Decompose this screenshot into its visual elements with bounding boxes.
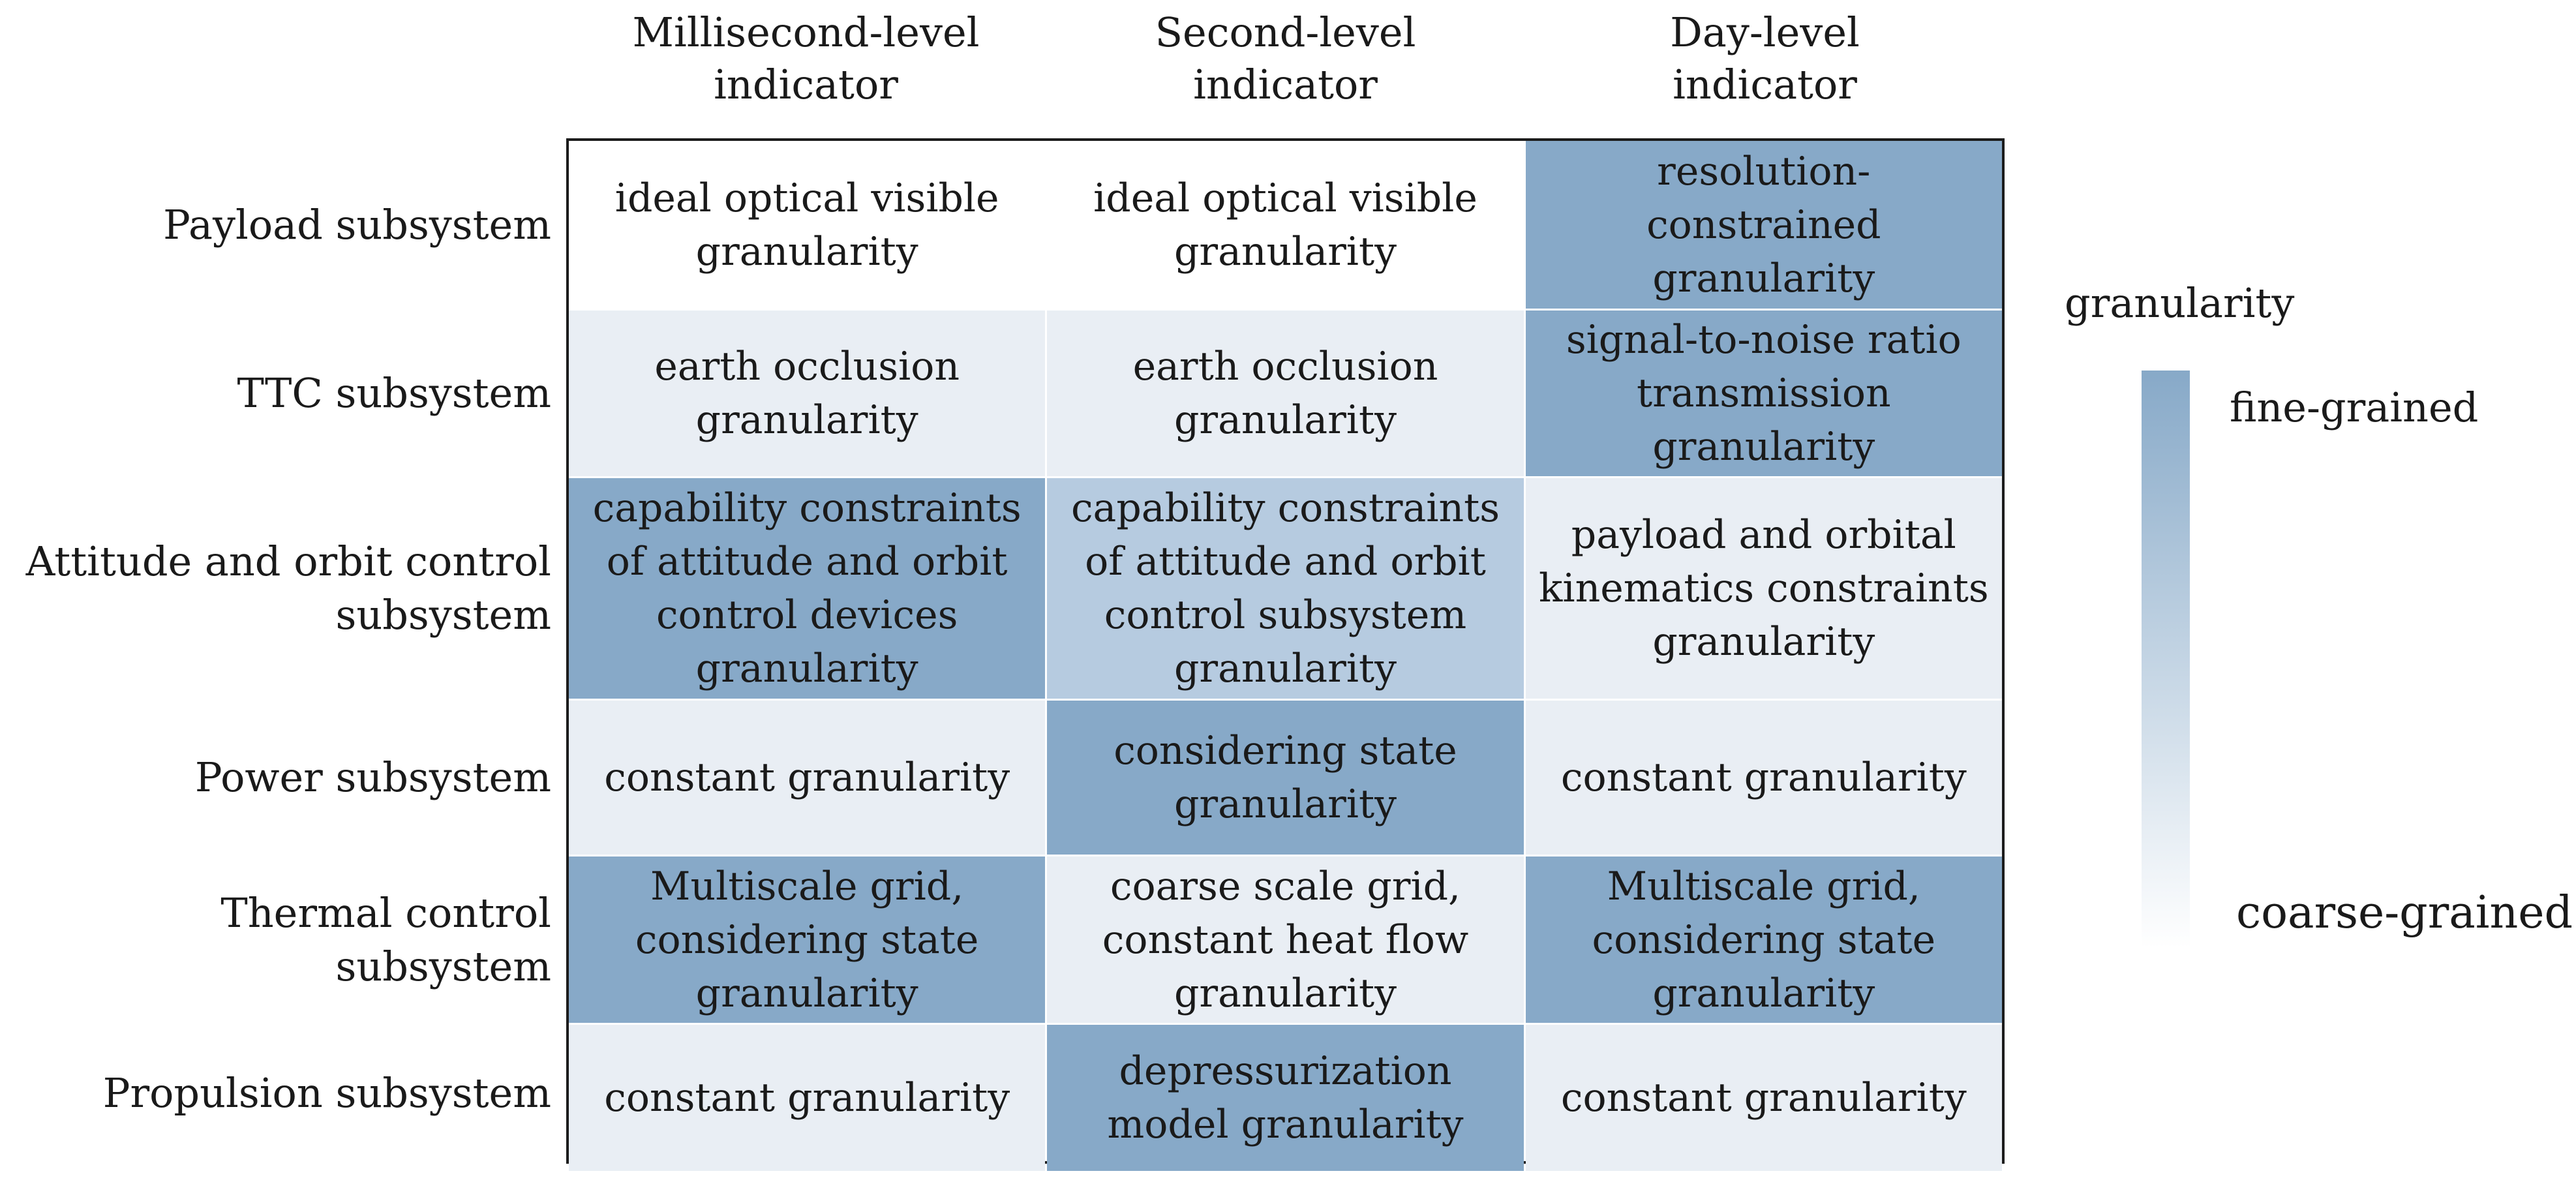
row-header-power: Power subsystem [194,753,551,801]
legend-gradient-bar [2142,371,2190,948]
row-header-payload: Payload subsystem [163,200,551,249]
cell-propulsion-millisecond: constant granularity [569,1025,1046,1171]
cell-power-second: considering state granularity [1047,701,1524,855]
cell-attitude-orbit-second: capability constraints of attitude and o… [1047,478,1524,699]
cell-power-day: constant granularity [1525,701,2002,855]
cell-ttc-day: signal-to-noise ratio transmission granu… [1525,311,2002,476]
row-header-propulsion: Propulsion subsystem [102,1068,551,1117]
cell-ttc-second: earth occlusion granularity [1047,311,1524,476]
cell-payload-day: resolution- constrained granularity [1525,141,2002,309]
row-header-attitude-orbit: Attitude and orbit control subsystem [25,538,551,639]
granularity-matrix: ideal optical visible granularity ideal … [566,138,2005,1171]
cell-power-millisecond: constant granularity [569,701,1046,855]
column-header-second: Second-level indicator [1155,8,1416,108]
column-header-millisecond: Millisecond-level indicator [632,8,980,108]
row-header-thermal: Thermal control subsystem [220,888,551,990]
cell-attitude-orbit-millisecond: capability constraints of attitude and o… [569,478,1046,699]
cell-propulsion-day: constant granularity [1525,1025,2002,1171]
legend-fine-label: fine-grained [2230,384,2479,431]
row-header-ttc: TTC subsystem [237,369,552,417]
cell-thermal-second: coarse scale grid, constant heat flow gr… [1047,856,1524,1023]
cell-thermal-day: Multiscale grid, considering state granu… [1525,856,2002,1023]
cell-attitude-orbit-day: payload and orbital kinematics constrain… [1525,478,2002,699]
cell-ttc-millisecond: earth occlusion granularity [569,311,1046,476]
cell-payload-second: ideal optical visible granularity [1047,141,1524,309]
cell-payload-millisecond: ideal optical visible granularity [569,141,1046,309]
legend-title: granularity [2065,279,2295,327]
legend-coarse-label: coarse-grained [2236,887,2573,939]
cell-propulsion-second: depressurization model granularity [1047,1025,1524,1171]
column-header-day: Day-level indicator [1670,8,1860,108]
cell-thermal-millisecond: Multiscale grid, considering state granu… [569,856,1046,1023]
